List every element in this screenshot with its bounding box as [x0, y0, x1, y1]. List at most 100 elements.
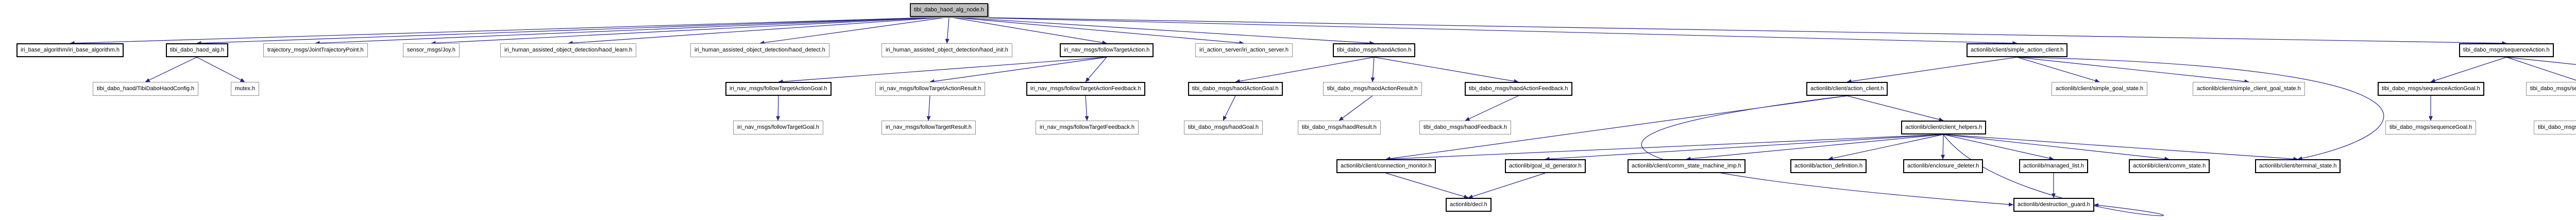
node-haod_detect[interactable]: iri_human_assisted_object_detection/haod…: [690, 43, 829, 57]
include-edge: [1084, 95, 1089, 121]
node-comm_state[interactable]: actionlib/client/comm_state.h: [2129, 159, 2210, 173]
include-edge: [145, 57, 197, 82]
node-ft_feedback[interactable]: iri_nav_msgs/followTargetFeedback.h: [1036, 121, 1139, 134]
node-haod_result[interactable]: tibi_dabo_msgs/haodResult.h: [1298, 121, 1381, 134]
include-edge: [1235, 57, 1375, 83]
node-label: iri_nav_msgs/followTargetAction.h: [1064, 47, 1150, 53]
node-label: iri_nav_msgs/followTargetGoal.h: [737, 124, 819, 130]
node-action_server[interactable]: iri_action_server/iri_action_server.h: [1195, 43, 1293, 57]
node-label: mutex.h: [235, 86, 256, 92]
include-edge: [1338, 95, 1373, 121]
node-seq_action_result[interactable]: tibi_dabo_msgs/sequenceActionResult.h: [2526, 82, 2576, 96]
node-label: tibi_dabo_msgs/haodActionGoal.h: [1192, 86, 1279, 92]
node-mlist[interactable]: actionlib/managed_list.h: [2019, 159, 2089, 173]
node-label: tibi_dabo_haod_alg.h: [170, 47, 225, 53]
node-iri_base[interactable]: iri_base_algorithm/iri_base_algorithm.h: [16, 43, 124, 57]
node-label: iri_human_assisted_object_detection/haod…: [886, 47, 1008, 53]
node-sac[interactable]: actionlib/client/simple_action_client.h: [1967, 43, 2068, 57]
node-haod_action[interactable]: tibi_dabo_msgs/haodAction.h: [1333, 43, 1416, 57]
node-root: tibi_dabo_haod_alg_node.h: [910, 3, 988, 17]
node-seq_result[interactable]: tibi_dabo_msgs/sequenceResult.h: [2534, 121, 2576, 134]
node-encl[interactable]: actionlib/enclosure_deleter.h: [1903, 159, 1984, 173]
node-label: tibi_dabo_msgs/sequenceResult.h: [2538, 124, 2576, 130]
node-joy[interactable]: sensor_msgs/Joy.h: [403, 43, 460, 57]
node-haod_action_feedback[interactable]: tibi_dabo_msgs/haodActionFeedback.h: [1465, 82, 1572, 96]
include-edge: [2016, 57, 2249, 84]
include-edge: [1686, 134, 1944, 161]
include-edge: [1465, 95, 1519, 121]
node-sgs[interactable]: actionlib/client/simple_goal_state.h: [2052, 82, 2147, 96]
node-csm_imp[interactable]: actionlib/client/comm_state_machine_imp.…: [1628, 159, 1745, 173]
node-label: tibi_dabo_msgs/haodResult.h: [1302, 124, 1377, 130]
node-ft_action_result[interactable]: iri_nav_msgs/followTargetActionResult.h: [875, 82, 986, 96]
node-haod_alg[interactable]: tibi_dabo_haod_alg.h: [166, 43, 229, 57]
node-conn_mon[interactable]: actionlib/client/connection_monitor.h: [1336, 159, 1436, 173]
node-haod_feedback[interactable]: tibi_dabo_msgs/haodFeedback.h: [1419, 121, 1512, 134]
node-haod_init[interactable]: iri_human_assisted_object_detection/haod…: [882, 43, 1012, 57]
node-decl[interactable]: actionlib/decl.h: [1446, 198, 1492, 212]
include-edge: [1385, 134, 1944, 161]
node-label: actionlib/client/connection_monitor.h: [1341, 163, 1432, 169]
node-label: actionlib/client/simple_client_goal_stat…: [2197, 86, 2301, 92]
include-edge: [1370, 57, 1375, 82]
node-haod_action_goal[interactable]: tibi_dabo_msgs/haodActionGoal.h: [1188, 82, 1283, 96]
include-edge: [1085, 57, 1107, 82]
node-haod_learn[interactable]: iri_human_assisted_object_detection/haod…: [500, 43, 637, 57]
node-mutex[interactable]: mutex.h: [231, 82, 260, 96]
node-label: iri_nav_msgs/followTargetActionFeedback.…: [1030, 86, 1141, 92]
node-scgs[interactable]: actionlib/client/simple_client_goal_stat…: [2193, 82, 2305, 96]
node-label: actionlib/client/comm_state_machine_imp.…: [1632, 163, 1741, 169]
node-label: iri_base_algorithm/iri_base_algorithm.h: [21, 47, 120, 53]
include-edge: [1943, 134, 2054, 161]
node-label: tibi_dabo_msgs/haodAction.h: [1337, 47, 1412, 53]
node-label: actionlib/enclosure_deleter.h: [1907, 163, 1979, 169]
node-label: iri_nav_msgs/followTargetActionResult.h: [879, 86, 981, 92]
node-label: tibi_dabo_haod_alg_node.h: [914, 7, 984, 13]
node-action_client[interactable]: actionlib/client/action_client.h: [1806, 82, 1888, 96]
include-edge: [1545, 134, 1944, 161]
node-haod_goal[interactable]: tibi_dabo_msgs/haodGoal.h: [1184, 121, 1263, 134]
node-label: sensor_msgs/Joy.h: [407, 47, 455, 53]
node-action_def[interactable]: actionlib/action_definition.h: [1790, 159, 1867, 173]
node-ft_result[interactable]: iri_nav_msgs/followTargetResult.h: [882, 121, 976, 134]
node-seq_goal[interactable]: tibi_dabo_msgs/sequenceGoal.h: [2385, 121, 2477, 134]
node-label: iri_human_assisted_object_detection/haod…: [504, 47, 633, 53]
node-config[interactable]: tibi_dabo_haod/TibiDaboHaodConfig.h: [93, 82, 199, 96]
node-seq_action[interactable]: tibi_dabo_msgs/sequenceAction.h: [2459, 43, 2554, 57]
include-edge: [929, 57, 1107, 83]
node-label: actionlib/client/simple_action_client.h: [1971, 47, 2064, 53]
include-edge: [2016, 57, 2384, 161]
node-ft_action_feedback[interactable]: iri_nav_msgs/followTargetActionFeedback.…: [1026, 82, 1145, 96]
node-label: actionlib/client/action_client.h: [1810, 86, 1884, 92]
include-edge: [1943, 134, 2164, 216]
include-edge: [948, 16, 1375, 45]
include-edge: [1223, 95, 1236, 121]
include-edge: [315, 16, 950, 45]
include-edge: [431, 16, 950, 45]
node-label: actionlib/managed_list.h: [2023, 163, 2084, 169]
node-helpers[interactable]: actionlib/client/client_helpers.h: [1901, 121, 1987, 134]
include-edge: [1641, 95, 2013, 207]
include-edge: [778, 57, 1107, 84]
node-ft_action_goal[interactable]: iri_nav_msgs/followTargetActionGoal.h: [725, 82, 832, 96]
node-ft_goal[interactable]: iri_nav_msgs/followTargetGoal.h: [733, 121, 823, 134]
include-edge: [1943, 134, 2298, 161]
node-haod_action_result[interactable]: tibi_dabo_msgs/haodActionResult.h: [1323, 82, 1422, 96]
node-term[interactable]: actionlib/client/terminal_state.h: [2255, 159, 2341, 173]
node-ft_action[interactable]: iri_nav_msgs/followTargetAction.h: [1060, 43, 1154, 57]
node-goal_id[interactable]: actionlib/goal_id_generator.h: [1505, 159, 1586, 173]
node-label: actionlib/decl.h: [1450, 201, 1487, 208]
node-guard[interactable]: actionlib/destruction_guard.h: [2013, 198, 2094, 212]
node-seq_action_goal[interactable]: tibi_dabo_msgs/sequenceActionGoal.h: [2378, 82, 2484, 96]
include-edge: [759, 16, 950, 45]
node-label: actionlib/action_definition.h: [1794, 163, 1863, 169]
node-label: tibi_dabo_msgs/haodGoal.h: [1188, 124, 1259, 130]
include-edge: [1468, 173, 1546, 199]
node-label: actionlib/client/comm_state.h: [2133, 163, 2206, 169]
node-label: actionlib/client/client_helpers.h: [1905, 124, 1982, 130]
node-jtp[interactable]: trajectory_msgs/JointTrajectoryPoint.h: [263, 43, 368, 57]
include-edge: [2430, 57, 2507, 83]
include-edge: [1846, 57, 2018, 83]
node-label: iri_human_assisted_object_detection/haod…: [694, 47, 825, 53]
